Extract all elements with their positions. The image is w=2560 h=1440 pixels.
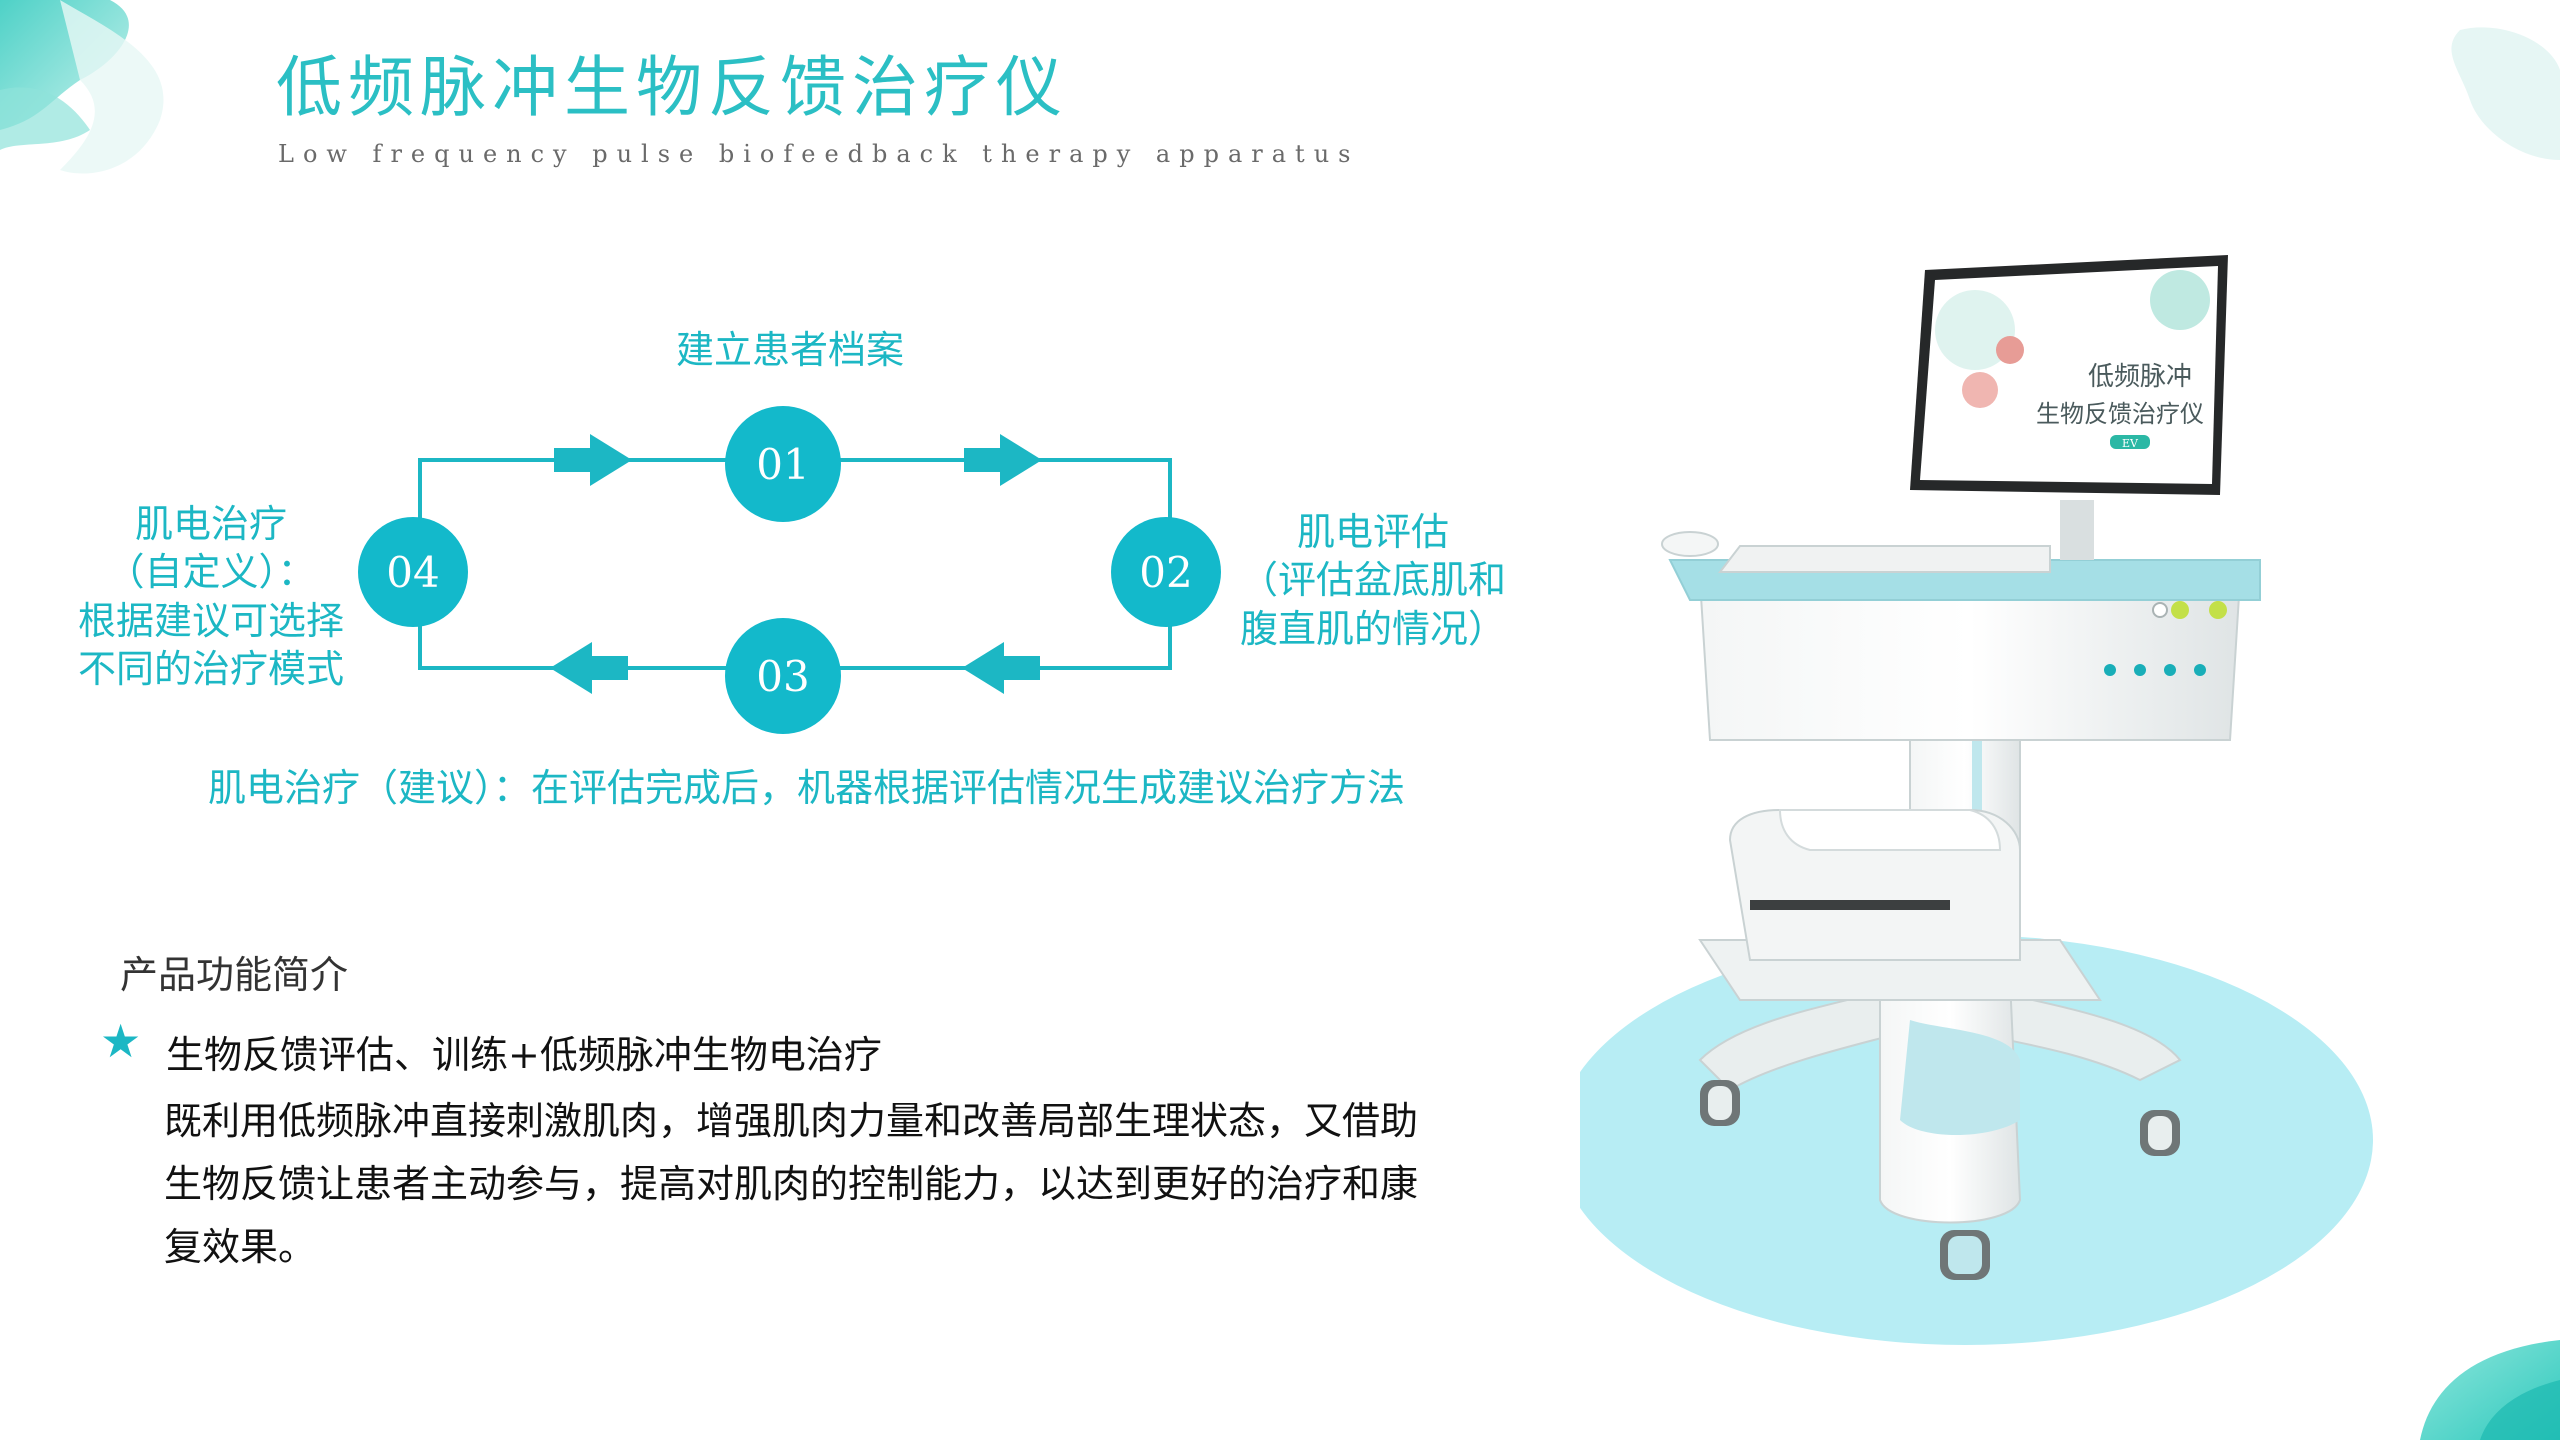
feature-headline: 生物反馈评估、训练+低频脉冲生物电治疗 <box>166 1033 882 1077</box>
flow-node-01: 01 <box>725 406 841 522</box>
arrow-left-icon <box>962 642 1040 694</box>
flow-label-left: 肌电治疗 （自定义）： 根据建议可选择 不同的治疗模式 <box>66 500 356 693</box>
device-illustration: 低频脉冲 生物反馈治疗仪 EV <box>1580 255 2373 1345</box>
flow-node-label: 03 <box>756 652 809 701</box>
screen-badge: EV <box>2122 437 2139 450</box>
description-line: 复效果。 <box>164 1225 317 1269</box>
star-icon: ★ <box>100 1014 142 1068</box>
feature-description: 既利用低频脉冲直接刺激肌肉，增强肌肉力量和改善局部生理状态，又借助 生物反馈让患… <box>164 1090 1544 1279</box>
description-line: 既利用低频脉冲直接刺激肌肉，增强肌肉力量和改善局部生理状态，又借助 <box>164 1099 1419 1143</box>
flow-label-bottom: 肌电治疗（建议）：在评估完成后，机器根据评估情况生成建议治疗方法 <box>208 766 1406 810</box>
corner-decoration-top-right <box>2451 27 2560 160</box>
flow-label-right: 肌电评估 （评估盆底肌和 腹直肌的情况） <box>1240 508 1506 653</box>
arrow-right-icon <box>964 434 1042 486</box>
flow-node-label: 02 <box>1139 548 1192 597</box>
arrow-left-icon <box>550 642 628 694</box>
flow-label-left-line: 不同的治疗模式 <box>77 646 344 691</box>
flow-label-left-line: 肌电治疗 <box>134 502 287 546</box>
flow-node-label: 04 <box>386 548 439 597</box>
description-line: 生物反馈让患者主动参与，提高对肌肉的控制能力，以达到更好的治疗和康 <box>164 1162 1419 1206</box>
flow-node-04: 04 <box>358 517 468 627</box>
flow-label-right-line: 腹直肌的情况） <box>1240 606 1507 651</box>
section-title: 产品功能简介 <box>120 953 349 997</box>
monitor-stand <box>2060 500 2094 560</box>
corner-decoration-top-left <box>0 0 164 174</box>
flow-node-03: 03 <box>725 618 841 734</box>
printer-icon <box>1728 809 2021 961</box>
flow-label-right-line: 肌电评估 <box>1297 510 1450 554</box>
page-subtitle: Low frequency pulse biofeedback therapy … <box>278 140 1360 168</box>
flow-node-02: 02 <box>1111 517 1221 627</box>
page-title: 低频脉冲生物反馈治疗仪 <box>276 49 1068 126</box>
wheel-icon <box>2140 1110 2180 1156</box>
flow-label-left-line: （自定义）： <box>106 550 316 595</box>
flow-label-right-line: （评估盆底肌和 <box>1240 558 1507 603</box>
process-flow-diagram: 01 02 03 04 <box>358 406 1221 734</box>
arrow-right-icon <box>554 434 632 486</box>
flow-label-top: 建立患者档案 <box>676 328 905 372</box>
corner-decoration-bottom-right <box>2420 1340 2560 1440</box>
cart-cabinet <box>1668 559 2261 741</box>
flow-node-label: 01 <box>756 440 809 489</box>
flow-label-left-line: 根据建议可选择 <box>77 598 344 643</box>
screen-subtitle: 生物反馈治疗仪 <box>2036 400 2204 428</box>
monitor: 低频脉冲 生物反馈治疗仪 EV <box>1910 255 2228 495</box>
wheel-icon <box>1700 1080 1740 1126</box>
screen-title: 低频脉冲 <box>2088 362 2192 392</box>
cart-base <box>1698 979 2182 1224</box>
wheel-icon <box>1940 1230 1990 1280</box>
keyboard-icon <box>1661 531 2051 573</box>
